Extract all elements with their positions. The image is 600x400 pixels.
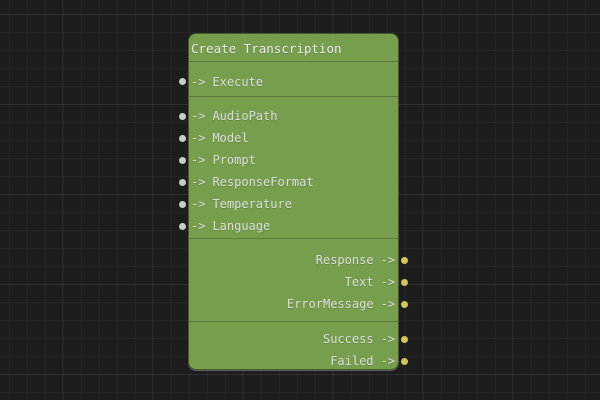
pin-row-execute: -> Execute [179,62,398,97]
output-arrow-icon: -> [380,332,395,346]
pin-label: Response [315,253,374,267]
pin-row-prompt: -> Prompt [179,149,398,171]
pin-row-language: -> Language [179,215,398,237]
output-arrow-icon: -> [380,297,395,311]
input-arrow-icon: -> [191,219,206,233]
pin-row-errormessage: ErrorMessage -> [189,293,408,315]
pin-label: AudioPath [212,109,278,123]
input-pin-audiopath[interactable] [179,112,186,120]
pin-label: Prompt [212,153,256,167]
data-output-pins-section: Response -> Text -> ErrorMessage -> [189,249,408,315]
pin-label: Language [212,219,271,233]
pin-row-responseformat: -> ResponseFormat [179,171,398,193]
pin-label: Temperature [212,197,292,211]
pin-label: ErrorMessage [286,297,374,311]
pin-row-response: Response -> [189,249,408,271]
input-pins-section: -> AudioPath -> Model -> Prompt -> ResponseForm… [179,105,398,237]
pin-label: Success [322,332,374,346]
input-pin-model[interactable] [179,134,186,142]
pin-row-success: Success -> [189,328,408,350]
pin-row-audiopath: -> AudioPath [179,105,398,127]
node-title[interactable]: Create Transcription [189,34,398,62]
output-arrow-icon: -> [380,275,395,289]
output-arrow-icon: -> [380,253,395,267]
input-arrow-icon: -> [191,197,206,211]
output-pin-success[interactable] [401,335,408,343]
section-divider [189,321,398,322]
input-pin-temperature[interactable] [179,200,186,208]
input-arrow-icon: -> [191,153,206,167]
output-pin-text[interactable] [401,278,408,286]
input-arrow-icon: -> [191,75,206,89]
pin-row-temperature: -> Temperature [179,193,398,215]
output-pin-errormessage[interactable] [401,300,408,308]
input-arrow-icon: -> [191,131,206,145]
input-pin-responseformat[interactable] [179,178,186,186]
output-pin-response[interactable] [401,256,408,264]
pin-label: Failed [330,354,374,368]
pin-row-text: Text -> [189,271,408,293]
pin-label: Execute [212,75,264,89]
input-pin-language[interactable] [179,222,186,230]
node-create-transcription[interactable]: Create Transcription -> Execute -> AudioPa… [179,33,408,372]
output-pin-failed[interactable] [401,357,408,365]
exec-input-section: -> Execute [179,62,398,97]
pin-label: ResponseFormat [212,175,314,189]
output-arrow-icon: -> [380,354,395,368]
input-arrow-icon: -> [191,109,206,123]
input-pin-prompt[interactable] [179,156,186,164]
pin-row-model: -> Model [179,127,398,149]
pin-label: Model [212,131,249,145]
section-divider [189,238,398,239]
pin-row-failed: Failed -> [189,350,408,372]
input-pin-execute[interactable] [179,77,186,85]
exec-output-pins-section: Success -> Failed -> [189,328,408,372]
input-arrow-icon: -> [191,175,206,189]
pin-label: Text [344,275,374,289]
